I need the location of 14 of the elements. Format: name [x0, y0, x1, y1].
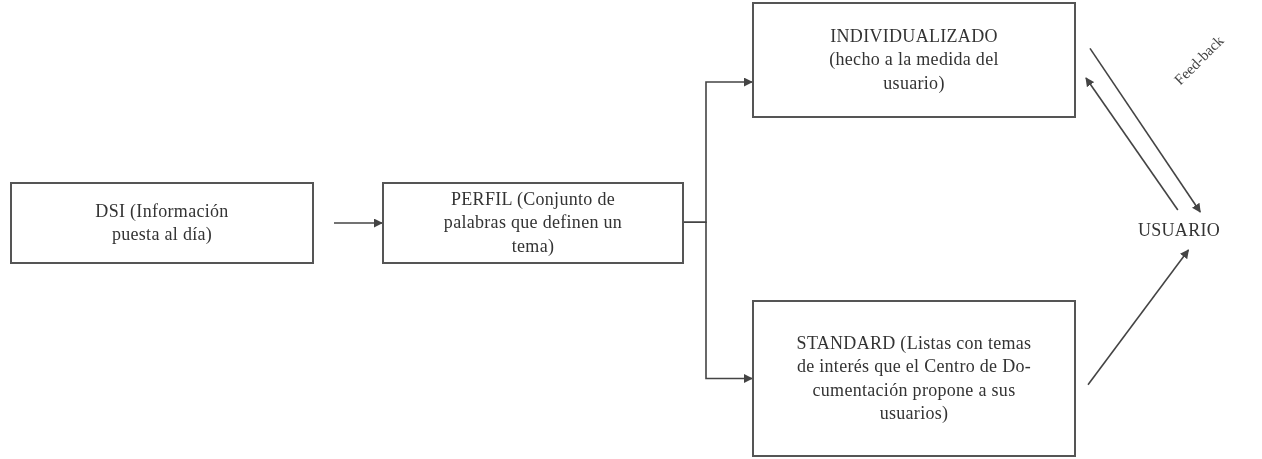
process-box: [752, 300, 1076, 457]
node-label: USUARIO: [1137, 219, 1221, 243]
arrow: [1085, 77, 1179, 211]
process-box: [382, 182, 684, 264]
arrow: [1087, 249, 1190, 386]
box-text: DSI (Información puesta al día): [94, 199, 230, 246]
process-box: [752, 2, 1076, 118]
box-text: STANDARD (Listas con temas de interés que el Centro de Do-cumentación propone a sus usuarios): [796, 331, 1032, 425]
arrow: [1089, 47, 1202, 213]
process-box: [10, 182, 314, 264]
arrow: [683, 221, 753, 383]
box-text: PERFIL (Conjunto de palabras que definen un tema): [442, 187, 624, 258]
box-text: INDIVIDUALIZADO (hecho a la medida del usuario): [828, 24, 1000, 95]
arrow: [333, 218, 383, 228]
